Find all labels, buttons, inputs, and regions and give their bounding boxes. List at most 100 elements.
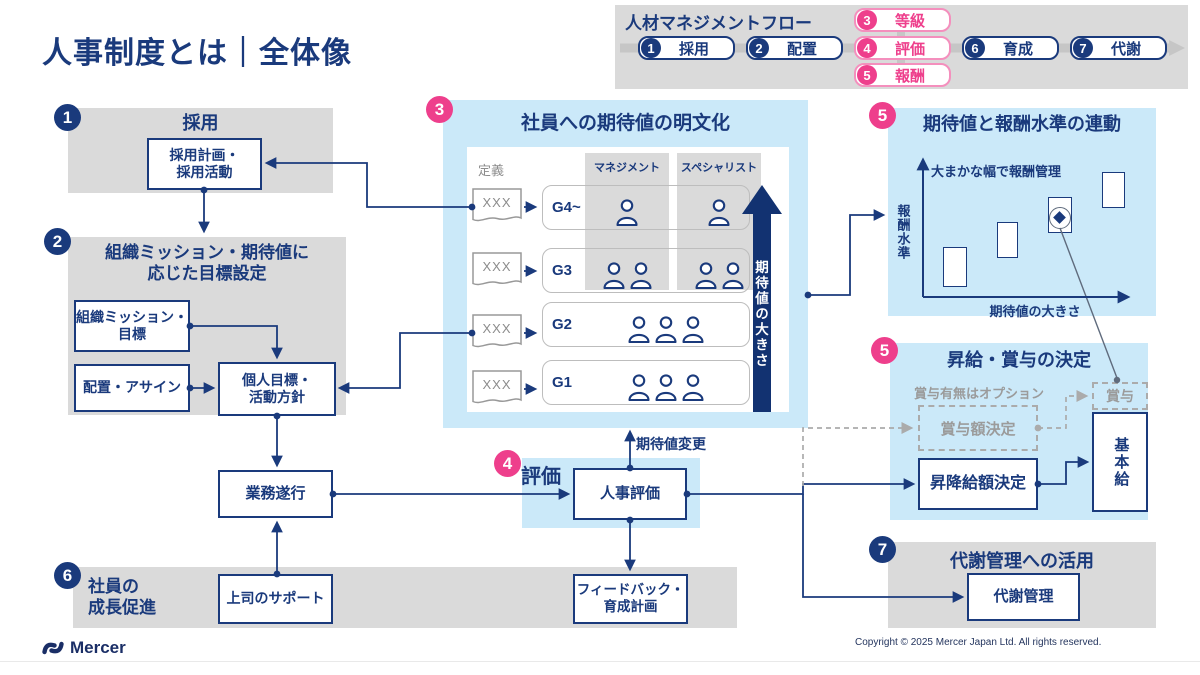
flow-step-number: 6 bbox=[965, 38, 985, 58]
expectation-scale-label: 期待値の大きさ bbox=[753, 259, 768, 369]
mission-goal-box: 組織ミッション・ 目標 bbox=[74, 300, 190, 352]
doc-placeholder-text: XXX bbox=[482, 377, 512, 392]
flowbar-title: 人材マネジメントフロー bbox=[625, 14, 812, 33]
footer-divider bbox=[0, 661, 1200, 662]
mercer-logo-text: Mercer bbox=[70, 638, 126, 657]
person-icon bbox=[629, 261, 653, 289]
flow-step-number: 2 bbox=[749, 38, 769, 58]
section1-number: 1 bbox=[54, 104, 81, 131]
grade-label: G1 bbox=[552, 374, 573, 391]
g2-people bbox=[596, 307, 736, 343]
base-salary-box: 基本給 bbox=[1092, 412, 1148, 512]
flow-step-hyoka: 4 評価 bbox=[854, 36, 951, 60]
bonus-box: 賞与 bbox=[1092, 382, 1148, 410]
flow-step-number: 5 bbox=[857, 65, 877, 85]
chart-y-axis-label: 報酬水準 bbox=[895, 204, 911, 260]
section5b-title: 昇給・賞与の決定 bbox=[947, 350, 1091, 370]
person-icon bbox=[627, 315, 651, 343]
personal-goal-box: 個人目標・ 活動方針 bbox=[218, 362, 336, 416]
flow-step-ikusei: 6 育成 bbox=[962, 36, 1059, 60]
section5a-title: 期待値と報酬水準の連動 bbox=[923, 114, 1121, 134]
flow-step-saiyo: 1 採用 bbox=[638, 36, 735, 60]
flow-step-label: 配置 bbox=[786, 40, 817, 58]
flow-step-number: 7 bbox=[1073, 38, 1093, 58]
raise-amount-box: 昇降給額決定 bbox=[918, 458, 1038, 510]
flow-step-haichi: 2 配置 bbox=[746, 36, 843, 60]
expectation-change-label: 期待値変更 bbox=[636, 436, 706, 452]
employee-marker-circle bbox=[1049, 207, 1071, 229]
copyright-text: Copyright © 2025 Mercer Japan Ltd. All r… bbox=[855, 637, 1102, 648]
specialist-column-header: スペシャリスト bbox=[680, 162, 758, 174]
person-icon bbox=[654, 315, 678, 343]
recruit-plan-box: 採用計画・ 採用活動 bbox=[147, 138, 262, 190]
chart-annotation: 大まかな幅で報酬管理 bbox=[931, 164, 1062, 179]
person-icon bbox=[694, 261, 718, 289]
flow-step-label: 等級 bbox=[894, 12, 925, 30]
flow-step-label: 採用 bbox=[678, 40, 709, 58]
section6-title: 社員の 成長促進 bbox=[88, 577, 156, 618]
section5a-number: 5 bbox=[869, 102, 896, 129]
section7-number: 7 bbox=[869, 536, 896, 563]
person-icon bbox=[681, 373, 705, 401]
section4-title: 評価 bbox=[521, 466, 561, 488]
section2-number: 2 bbox=[44, 228, 71, 255]
mercer-logo: Mercer bbox=[42, 638, 126, 658]
grade-row-g3 bbox=[542, 248, 750, 293]
section1-title: 採用 bbox=[182, 113, 219, 133]
document-icon bbox=[472, 370, 522, 404]
flow-step-hoshu: 5 報酬 bbox=[854, 63, 951, 87]
definition-doc-g2: XXX bbox=[472, 314, 522, 354]
definition-doc-g4: XXX bbox=[472, 188, 522, 228]
pay-band-bar-4 bbox=[1102, 172, 1125, 208]
doc-placeholder-text: XXX bbox=[482, 195, 512, 210]
management-column-header: マネジメント bbox=[594, 162, 660, 174]
bonus-amount-box: 賞与額決定 bbox=[918, 405, 1038, 451]
doc-placeholder-text: XXX bbox=[482, 259, 512, 274]
feedback-plan-box: フィードバック・ 育成計画 bbox=[573, 574, 688, 624]
document-icon bbox=[472, 314, 522, 348]
grade-row-g1 bbox=[542, 360, 750, 405]
mercer-logo-icon bbox=[42, 641, 64, 655]
section2-title: 組織ミッション・期待値に 応じた目標設定 bbox=[105, 243, 309, 284]
assignment-box: 配置・アサイン bbox=[74, 364, 190, 412]
pay-band-bar-2 bbox=[997, 222, 1018, 258]
flow-step-taisha: 7 代謝 bbox=[1070, 36, 1167, 60]
doc-placeholder-text: XXX bbox=[482, 321, 512, 336]
flow-step-number: 3 bbox=[857, 10, 877, 30]
page-title: 人事制度とは｜全体像 bbox=[42, 37, 352, 70]
section3-number: 3 bbox=[426, 96, 453, 123]
person-icon bbox=[602, 261, 626, 289]
grade-label: G2 bbox=[552, 316, 573, 333]
expectation-scale-arrow bbox=[742, 185, 782, 412]
pay-band-bar-1 bbox=[943, 247, 967, 287]
flow-step-number: 4 bbox=[857, 38, 877, 58]
flow-step-tokyu: 3 等級 bbox=[854, 8, 951, 32]
arrow-grades-to-paychart bbox=[808, 209, 886, 296]
document-icon bbox=[472, 188, 522, 222]
hr-evaluation-box: 人事評価 bbox=[573, 468, 687, 520]
section3-title: 社員への期待値の明文化 bbox=[520, 113, 730, 134]
g4-management-people bbox=[585, 190, 669, 226]
person-icon bbox=[707, 198, 731, 226]
section5b-number: 5 bbox=[871, 337, 898, 364]
bonus-option-note: 賞与有無はオプション bbox=[914, 386, 1045, 401]
section4-number: 4 bbox=[494, 450, 521, 477]
grade-label: G3 bbox=[552, 262, 573, 279]
definition-label: 定義 bbox=[478, 163, 505, 178]
definition-doc-g3: XXX bbox=[472, 252, 522, 292]
document-icon bbox=[472, 252, 522, 286]
flow-step-number: 1 bbox=[641, 38, 661, 58]
metabolism-management-box: 代謝管理 bbox=[967, 573, 1080, 621]
section5a-background bbox=[888, 108, 1156, 316]
arrow-evaluation-to-raise bbox=[687, 478, 916, 495]
person-icon bbox=[627, 373, 651, 401]
grade-row-g2 bbox=[542, 302, 750, 347]
person-icon bbox=[615, 198, 639, 226]
work-execution-box: 業務遂行 bbox=[218, 470, 333, 518]
flow-step-label: 報酬 bbox=[894, 67, 925, 85]
grade-label: G4~ bbox=[552, 199, 581, 216]
g1-people bbox=[596, 365, 736, 401]
flow-step-label: 評価 bbox=[894, 40, 925, 58]
employee-marker-diamond bbox=[1053, 211, 1066, 224]
